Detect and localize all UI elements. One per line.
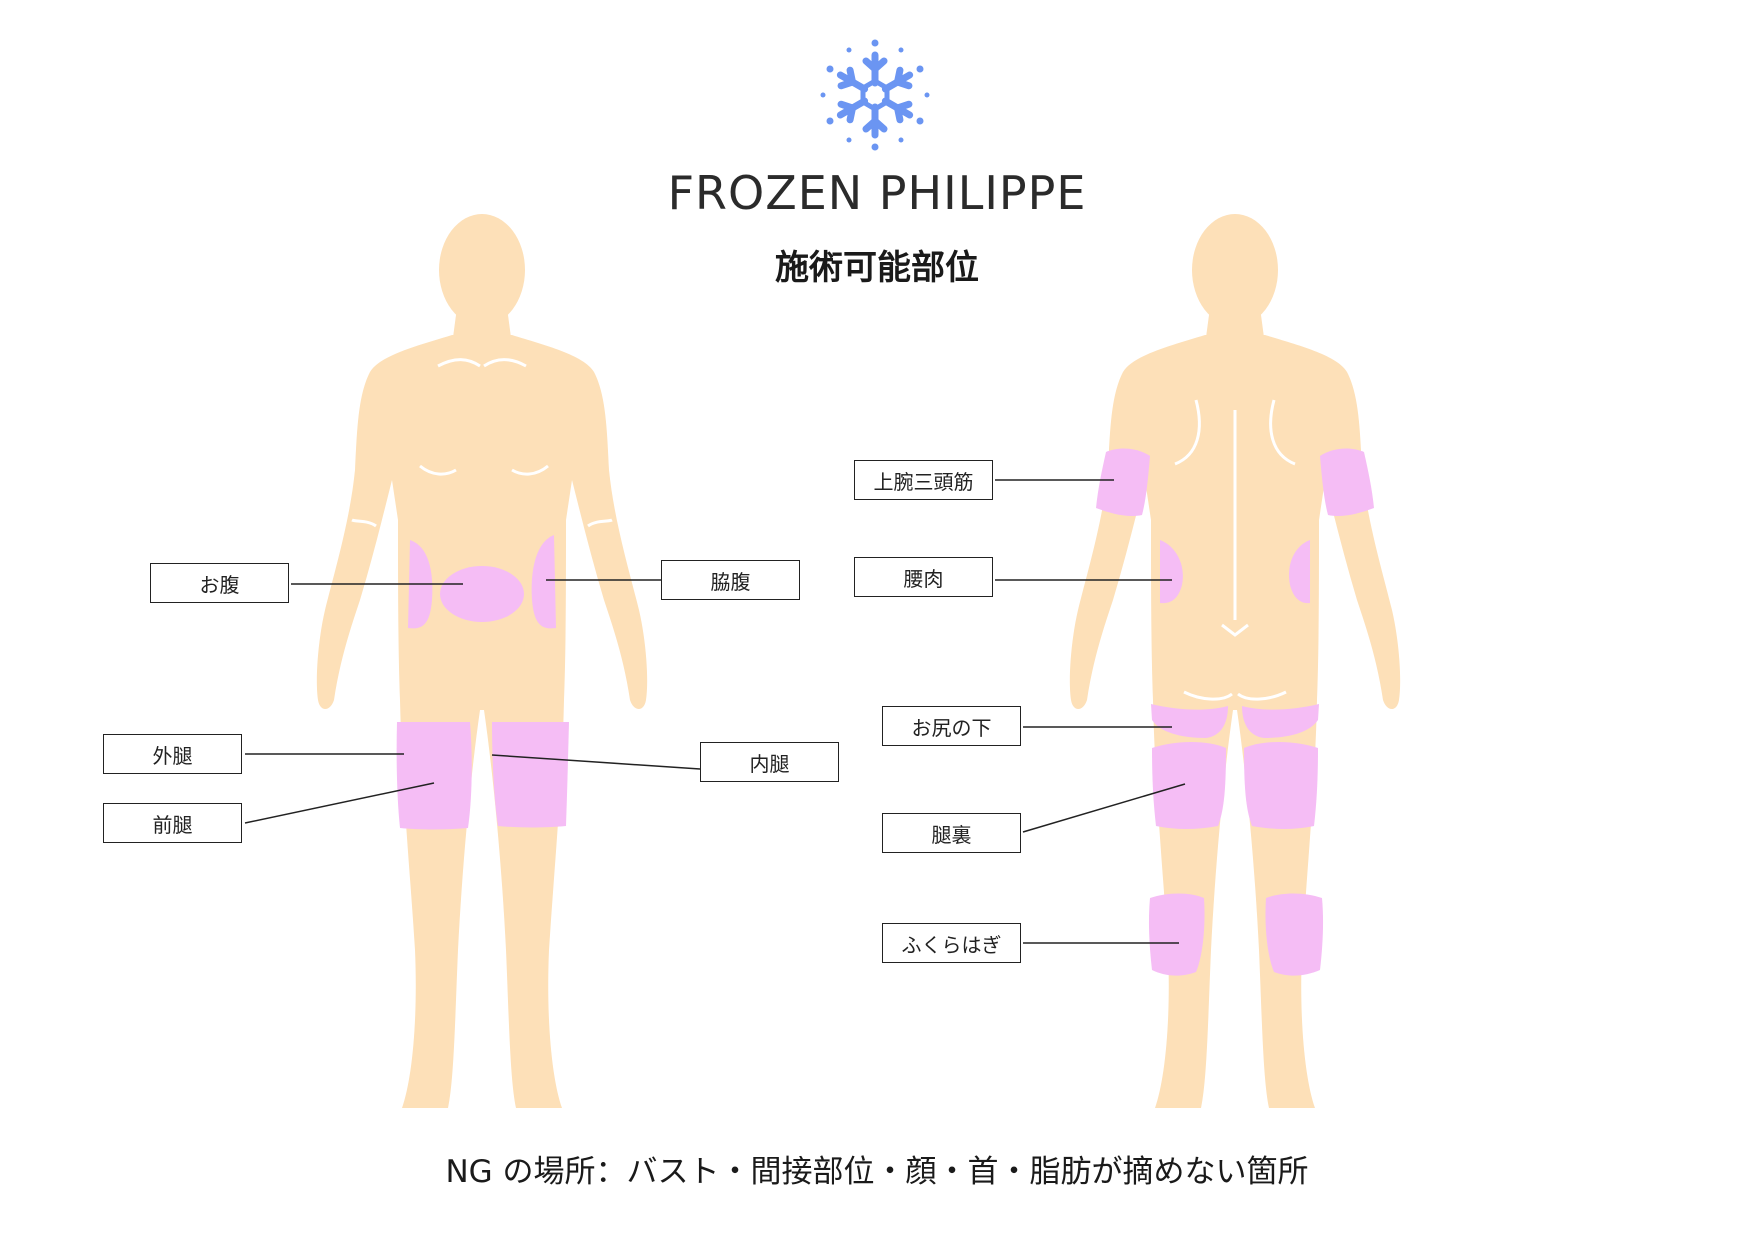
snowflake-icon <box>820 39 930 151</box>
ng-note: NG の場所：バスト・間接部位・顔・首・脂肪が摘めない箇所 <box>445 1154 1309 1190</box>
label-under-buttocks: お尻の下 <box>882 706 1021 746</box>
under-buttocks-area-left <box>1151 704 1228 738</box>
leader-lines <box>244 479 1186 944</box>
label-flank: 脇腹 <box>661 560 800 600</box>
label-upper-arm: 上腕三頭筋 <box>854 460 993 500</box>
back-thigh-area-right <box>1244 742 1318 829</box>
front-body-contours <box>351 358 613 528</box>
back-body-silhouette <box>1069 214 1401 1108</box>
upper-arm-area-left <box>1096 448 1150 517</box>
calf-area-left <box>1148 893 1205 976</box>
calf-area-right <box>1265 893 1324 976</box>
back-body-contours <box>1174 399 1296 701</box>
label-lower-back: 腰肉 <box>854 557 993 597</box>
label-inner-thigh: 内腿 <box>700 742 839 782</box>
front-body-silhouette <box>316 214 648 1108</box>
label-back-thigh: 腿裏 <box>882 813 1021 853</box>
label-outer-thigh: 外腿 <box>103 734 242 774</box>
flank-area-right <box>531 535 556 629</box>
back-thigh-area-left <box>1152 742 1226 829</box>
under-buttocks-area-right <box>1242 704 1319 738</box>
right-thigh-area <box>396 722 472 830</box>
page-title: 施術可能部位 <box>775 248 979 288</box>
brand-name: FROZEN PHILIPPE <box>667 166 1087 220</box>
lower-back-area-right <box>1288 540 1310 604</box>
front-treatment-areas <box>396 535 569 830</box>
label-calf: ふくらはぎ <box>882 923 1021 963</box>
left-thigh-area <box>492 722 569 828</box>
lower-back-area-left <box>1160 540 1183 604</box>
upper-arm-area-right <box>1320 448 1374 517</box>
abdomen-area <box>440 566 524 622</box>
back-treatment-areas <box>1096 448 1374 976</box>
label-abdomen: お腹 <box>150 563 289 603</box>
label-front-thigh: 前腿 <box>103 803 242 843</box>
